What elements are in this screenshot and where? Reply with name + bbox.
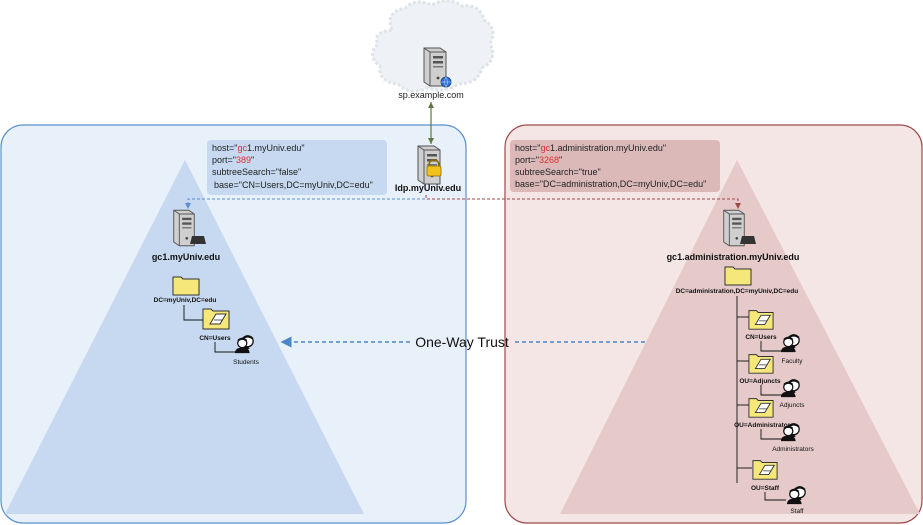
left-config-box: host="gc1.myUniv.edu" port="389" subtree… xyxy=(207,140,387,195)
right-group-label: Staff xyxy=(790,508,803,515)
right-ou-item: OU=Adjuncts xyxy=(739,354,781,385)
folder-icon xyxy=(748,310,774,330)
right-root-dn: DC=administration,DC=myUniv,DC=edu xyxy=(676,288,799,295)
lock-icon xyxy=(426,159,442,177)
idp-server-icon xyxy=(417,145,442,185)
folder-icon xyxy=(752,460,778,480)
left-tree-line-1 xyxy=(183,305,204,321)
right-ou-item: CN=Users xyxy=(745,310,777,341)
right-ou-label: OU=Adjuncts xyxy=(739,378,781,385)
server-icon xyxy=(173,209,206,247)
left-ou-label: CN=Users xyxy=(199,335,231,342)
right-ou-label: OU=Staff xyxy=(751,485,780,492)
right-ou-item: OU=Staff xyxy=(751,460,780,492)
right-domain-panel xyxy=(504,124,923,524)
right-ou-item: OU=Administrators xyxy=(734,398,794,429)
left-host-line: host="gc1.myUniv.edu" xyxy=(212,143,305,153)
right-server-label: gc1.administration.myUniv.edu xyxy=(667,252,800,262)
right-group: Administrators xyxy=(772,422,815,453)
right-group: Adjuncts xyxy=(780,378,806,409)
folder-icon xyxy=(172,276,200,296)
folder-icon xyxy=(748,354,774,374)
right-tree-leaf-line xyxy=(760,429,784,440)
right-directory-server: gc1.administration.myUniv.edu xyxy=(667,209,800,262)
right-subtree-line: subtreeSearch="true" xyxy=(515,167,601,177)
idp-arrow-down xyxy=(428,138,434,144)
right-tree-leaf-line xyxy=(760,341,784,352)
right-ou-label: OU=Administrators xyxy=(734,422,794,429)
left-server-label: gc1.myUniv.edu xyxy=(152,252,220,262)
right-port-line: port="3268" xyxy=(515,155,562,165)
left-tree-ou: CN=Users xyxy=(199,308,231,342)
folder-icon xyxy=(724,266,752,286)
right-group-label: Faculty xyxy=(782,358,804,365)
folder-icon xyxy=(202,308,230,330)
left-subtree-line: subtreeSearch="false" xyxy=(212,167,301,177)
cloud-icon xyxy=(371,0,495,93)
right-tree-root: DC=administration,DC=myUniv,DC=edu xyxy=(676,266,799,295)
left-base-line: base="CN=Users,DC=myUniv,DC=edu" xyxy=(214,180,373,190)
sp-arrow-up xyxy=(428,102,434,108)
right-tree-leaf-line xyxy=(764,492,786,501)
right-config-box: host="gc1.administration.myUniv.edu" por… xyxy=(510,140,720,192)
left-tree-line-2 xyxy=(214,342,236,353)
left-domain-panel xyxy=(0,124,467,524)
left-root-dn: DC=myUniv,DC=edu xyxy=(154,297,217,304)
left-port-line: port="389" xyxy=(212,155,254,165)
right-group: Faculty xyxy=(780,333,804,365)
trust-label: One-Way Trust xyxy=(415,334,509,350)
idp-to-right-connector xyxy=(425,195,741,209)
folder-icon xyxy=(748,398,774,418)
right-domain-triangle xyxy=(560,160,920,514)
left-group: Students xyxy=(233,334,260,366)
left-group-label: Students xyxy=(233,359,259,366)
right-base-line: base="DC=administration,DC=myUniv,DC=edu… xyxy=(515,179,706,189)
right-tree-leaf-line xyxy=(760,385,784,396)
sp-server-icon xyxy=(423,47,452,88)
right-group-label: Adjuncts xyxy=(780,402,806,409)
right-group-label: Administrators xyxy=(772,446,814,453)
right-group: Staff xyxy=(786,485,806,515)
globe-icon xyxy=(440,76,452,88)
server-icon xyxy=(723,209,756,247)
left-domain-triangle xyxy=(5,160,364,514)
right-ou-label: CN=Users xyxy=(745,334,777,341)
sp-label: sp.example.com xyxy=(398,90,464,100)
right-host-line: host="gc1.administration.myUniv.edu" xyxy=(515,143,666,153)
idp-label: Idp.myUniv.edu xyxy=(395,183,461,193)
left-tree-root: DC=myUniv,DC=edu xyxy=(154,276,217,304)
left-directory-server: gc1.myUniv.edu xyxy=(152,209,220,262)
